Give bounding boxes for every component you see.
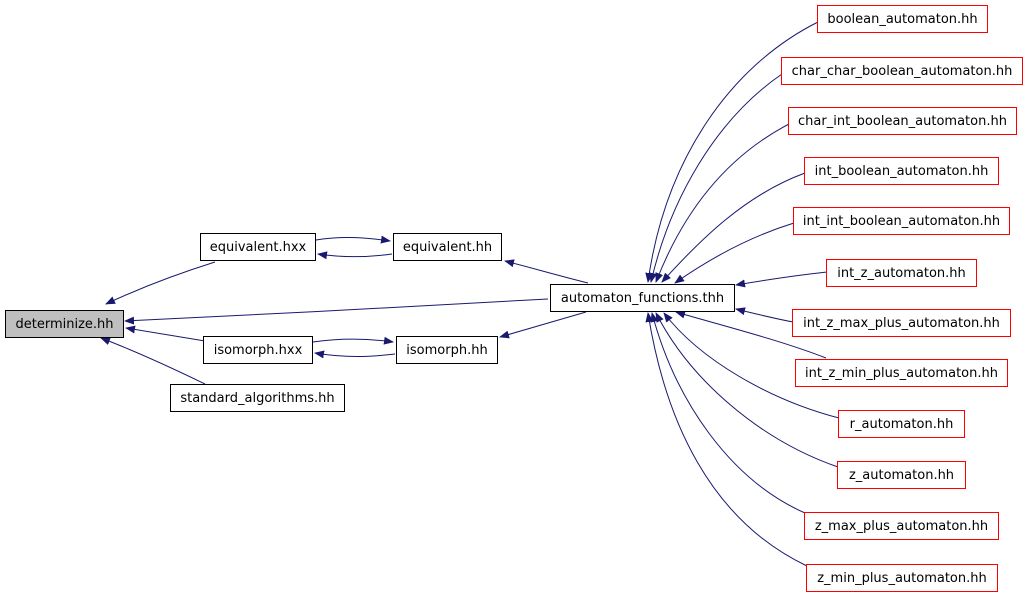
node-z-automaton[interactable]: z_automaton.hh — [837, 461, 966, 489]
node-label: isomorph.hh — [406, 343, 487, 358]
node-char-int-boolean[interactable]: char_int_boolean_automaton.hh — [788, 107, 1017, 135]
node-label: int_boolean_automaton.hh — [815, 164, 989, 179]
node-box — [5, 310, 124, 338]
edges-layer — [100, 21, 840, 567]
node-automaton-functions[interactable]: automaton_functions.thh — [550, 284, 735, 312]
node-label: standard_algorithms.hh — [180, 391, 334, 406]
nodes-layer: determinize.hh equivalent.hxx equivalent.h… — [5, 5, 1023, 592]
node-equivalent-hh[interactable]: equivalent.hh — [393, 233, 502, 261]
node-label: z_automaton.hh — [849, 468, 954, 483]
edge-isomorph_hxx-to-determinize — [125, 325, 206, 342]
node-box — [393, 233, 502, 261]
node-label: r_automaton.hh — [850, 417, 954, 432]
edge-int_boolean-to-automaton_functions — [661, 172, 806, 283]
edge-char_int_boolean-to-automaton_functions — [655, 123, 790, 283]
node-label: determinize.hh — [15, 317, 113, 332]
node-box — [793, 207, 1010, 235]
edge-isomorph_hh-to-isomorph_hxx — [314, 350, 396, 359]
node-label: z_min_plus_automaton.hh — [817, 571, 987, 586]
node-box — [837, 461, 966, 489]
edge-equivalent_hh-to-equivalent_hxx — [317, 251, 393, 260]
node-box — [817, 5, 988, 33]
node-label: int_int_boolean_automaton.hh — [803, 214, 1000, 229]
node-r-automaton[interactable]: r_automaton.hh — [838, 410, 965, 438]
node-char-char-boolean[interactable]: char_char_boolean_automaton.hh — [781, 57, 1023, 85]
node-box — [838, 410, 965, 438]
node-box — [396, 336, 498, 364]
node-box — [792, 309, 1011, 337]
edge-automaton_functions-to-determinize — [124, 298, 549, 325]
node-box — [203, 336, 313, 364]
node-int-z-max-plus[interactable]: int_z_max_plus_automaton.hh — [792, 309, 1011, 337]
edge-int_int_boolean-to-automaton_functions — [674, 222, 795, 284]
edge-int_z_max_plus-to-automaton_functions — [735, 307, 794, 323]
edge-automaton_functions-to-isomorph_hh — [499, 311, 587, 339]
node-box — [781, 57, 1023, 85]
edge-equivalent_hxx-to-equivalent_hh — [315, 235, 391, 244]
node-isomorph-hh[interactable]: isomorph.hh — [396, 336, 498, 364]
node-box — [804, 157, 999, 185]
node-equivalent-hxx[interactable]: equivalent.hxx — [200, 233, 316, 261]
edge-standard_algorithms-to-determinize — [100, 337, 206, 385]
node-determinize: determinize.hh — [5, 310, 124, 338]
edge-boolean_automaton-to-automaton_functions — [645, 21, 819, 283]
node-label: automaton_functions.thh — [561, 291, 724, 306]
edge-z_min_plus-to-automaton_functions — [645, 312, 808, 567]
node-int-z-min-plus[interactable]: int_z_min_plus_automaton.hh — [795, 359, 1008, 387]
node-label: char_int_boolean_automaton.hh — [798, 114, 1007, 129]
node-label: int_z_automaton.hh — [837, 266, 966, 281]
node-box — [200, 233, 316, 261]
node-isomorph-hxx[interactable]: isomorph.hxx — [203, 336, 313, 364]
edge-z_automaton-to-automaton_functions — [655, 312, 839, 468]
node-box — [804, 512, 999, 540]
node-label: equivalent.hxx — [210, 240, 307, 255]
node-label: equivalent.hh — [403, 240, 492, 255]
node-standard-algorithms[interactable]: standard_algorithms.hh — [170, 384, 345, 412]
node-box — [826, 259, 977, 287]
node-box — [788, 107, 1017, 135]
node-label: isomorph.hxx — [214, 343, 303, 358]
node-label: int_z_max_plus_automaton.hh — [803, 316, 1000, 331]
edge-r_automaton-to-automaton_functions — [663, 312, 840, 419]
node-z-min-plus[interactable]: z_min_plus_automaton.hh — [806, 564, 998, 592]
node-label: char_char_boolean_automaton.hh — [792, 64, 1013, 79]
node-box — [550, 284, 735, 312]
edge-z_max_plus-to-automaton_functions — [650, 312, 806, 514]
edge-int_z-to-automaton_functions — [735, 271, 828, 288]
node-box — [170, 384, 345, 412]
node-label: z_max_plus_automaton.hh — [815, 519, 988, 534]
node-int-boolean[interactable]: int_boolean_automaton.hh — [804, 157, 999, 185]
node-box — [806, 564, 998, 592]
node-boolean-automaton[interactable]: boolean_automaton.hh — [817, 5, 988, 33]
edge-int_z_min_plus-to-automaton_functions — [675, 310, 827, 359]
edge-equivalent_hxx-to-determinize — [105, 261, 216, 305]
node-z-max-plus[interactable]: z_max_plus_automaton.hh — [804, 512, 999, 540]
node-int-int-boolean[interactable]: int_int_boolean_automaton.hh — [793, 207, 1010, 235]
edge-isomorph_hxx-to-isomorph_hh — [312, 336, 394, 345]
node-box — [795, 359, 1008, 387]
node-label: int_z_min_plus_automaton.hh — [805, 366, 998, 381]
edge-automaton_functions-to-equivalent_hh — [504, 259, 589, 284]
edge-char_char_boolean-to-automaton_functions — [649, 73, 783, 283]
node-label: boolean_automaton.hh — [827, 12, 977, 27]
node-int-z[interactable]: int_z_automaton.hh — [826, 259, 977, 287]
